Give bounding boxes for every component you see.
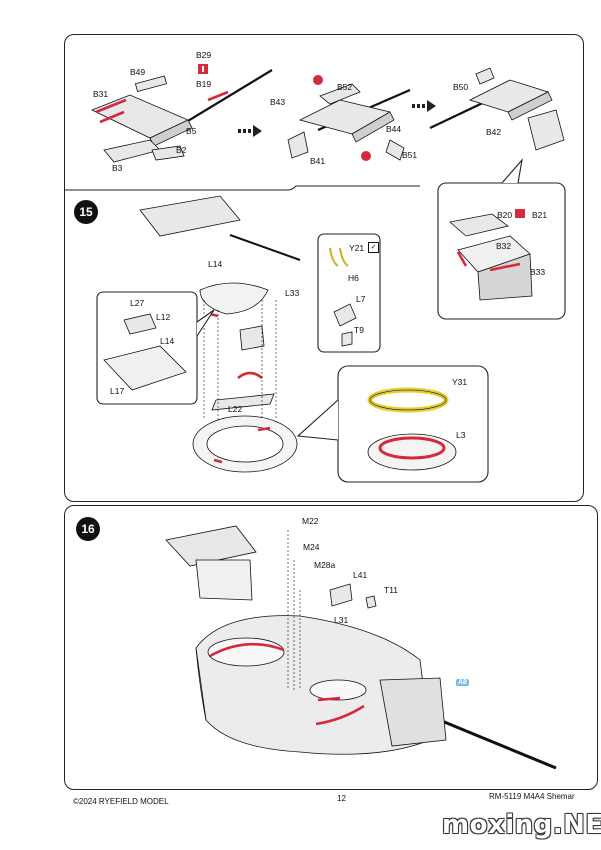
part-label-b41: B41 bbox=[310, 156, 326, 166]
step-16-badge: 16 bbox=[76, 517, 100, 541]
part-label-m28a: M28a bbox=[314, 560, 336, 570]
check-icon: ✓ bbox=[368, 242, 379, 253]
part-label-l7: L7 bbox=[356, 294, 366, 304]
part-label-l14-top: L14 bbox=[208, 259, 223, 269]
copyright-text: ©2024 RYEFIELD MODEL bbox=[73, 797, 169, 806]
part-label-l14-inset: L14 bbox=[160, 336, 175, 346]
step-15-badge: 15 bbox=[74, 200, 98, 224]
part-label-b20: B20 bbox=[497, 210, 513, 220]
kit-title: RM-5119 M4A4 Shemar bbox=[489, 792, 575, 801]
part-label-t11: T11 bbox=[384, 585, 399, 595]
part-label-l27: L27 bbox=[130, 298, 145, 308]
part-label-b21: B21 bbox=[532, 210, 548, 220]
part-label-b31: B31 bbox=[93, 89, 109, 99]
red-warning-icon bbox=[313, 75, 323, 85]
part-label-y31: Y31 bbox=[452, 377, 468, 387]
part-label-l12: L12 bbox=[156, 312, 171, 322]
part-label-y21: Y21 bbox=[349, 243, 365, 253]
red-warning-icon bbox=[361, 151, 371, 161]
part-label-a8: A8 bbox=[456, 679, 469, 686]
part-label-b29: B29 bbox=[196, 50, 212, 60]
part-label-b32: B32 bbox=[496, 241, 512, 251]
watermark: moxing.NET bbox=[442, 810, 601, 840]
part-label-b43: B43 bbox=[270, 97, 286, 107]
part-label-b2: B2 bbox=[176, 145, 187, 155]
red-warning-icon bbox=[515, 209, 525, 218]
part-label-l33: L33 bbox=[285, 288, 300, 298]
part-label-l17: L17 bbox=[110, 386, 125, 396]
part-label-l22: L22 bbox=[228, 404, 243, 414]
page-number: 12 bbox=[337, 794, 346, 803]
part-label-b44: B44 bbox=[386, 124, 402, 134]
part-label-b51: B51 bbox=[402, 150, 418, 160]
part-label-b19: B19 bbox=[196, 79, 212, 89]
part-label-b42: B42 bbox=[486, 127, 502, 137]
part-label-l41: L41 bbox=[353, 570, 368, 580]
part-label-b49: B49 bbox=[130, 67, 146, 77]
part-label-m24: M24 bbox=[303, 542, 320, 552]
part-label-l3: L3 bbox=[456, 430, 466, 440]
part-label-b33: B33 bbox=[530, 267, 546, 277]
part-label-t9: T9 bbox=[354, 325, 364, 335]
part-label-b3: B3 bbox=[112, 163, 123, 173]
part-label-b52: B52 bbox=[337, 82, 353, 92]
part-label-m22: M22 bbox=[302, 516, 319, 526]
part-label-h6: H6 bbox=[348, 273, 359, 283]
part-label-b50: B50 bbox=[453, 82, 469, 92]
part-label-b5: B5 bbox=[186, 126, 197, 136]
part-label-l31: L31 bbox=[334, 615, 349, 625]
